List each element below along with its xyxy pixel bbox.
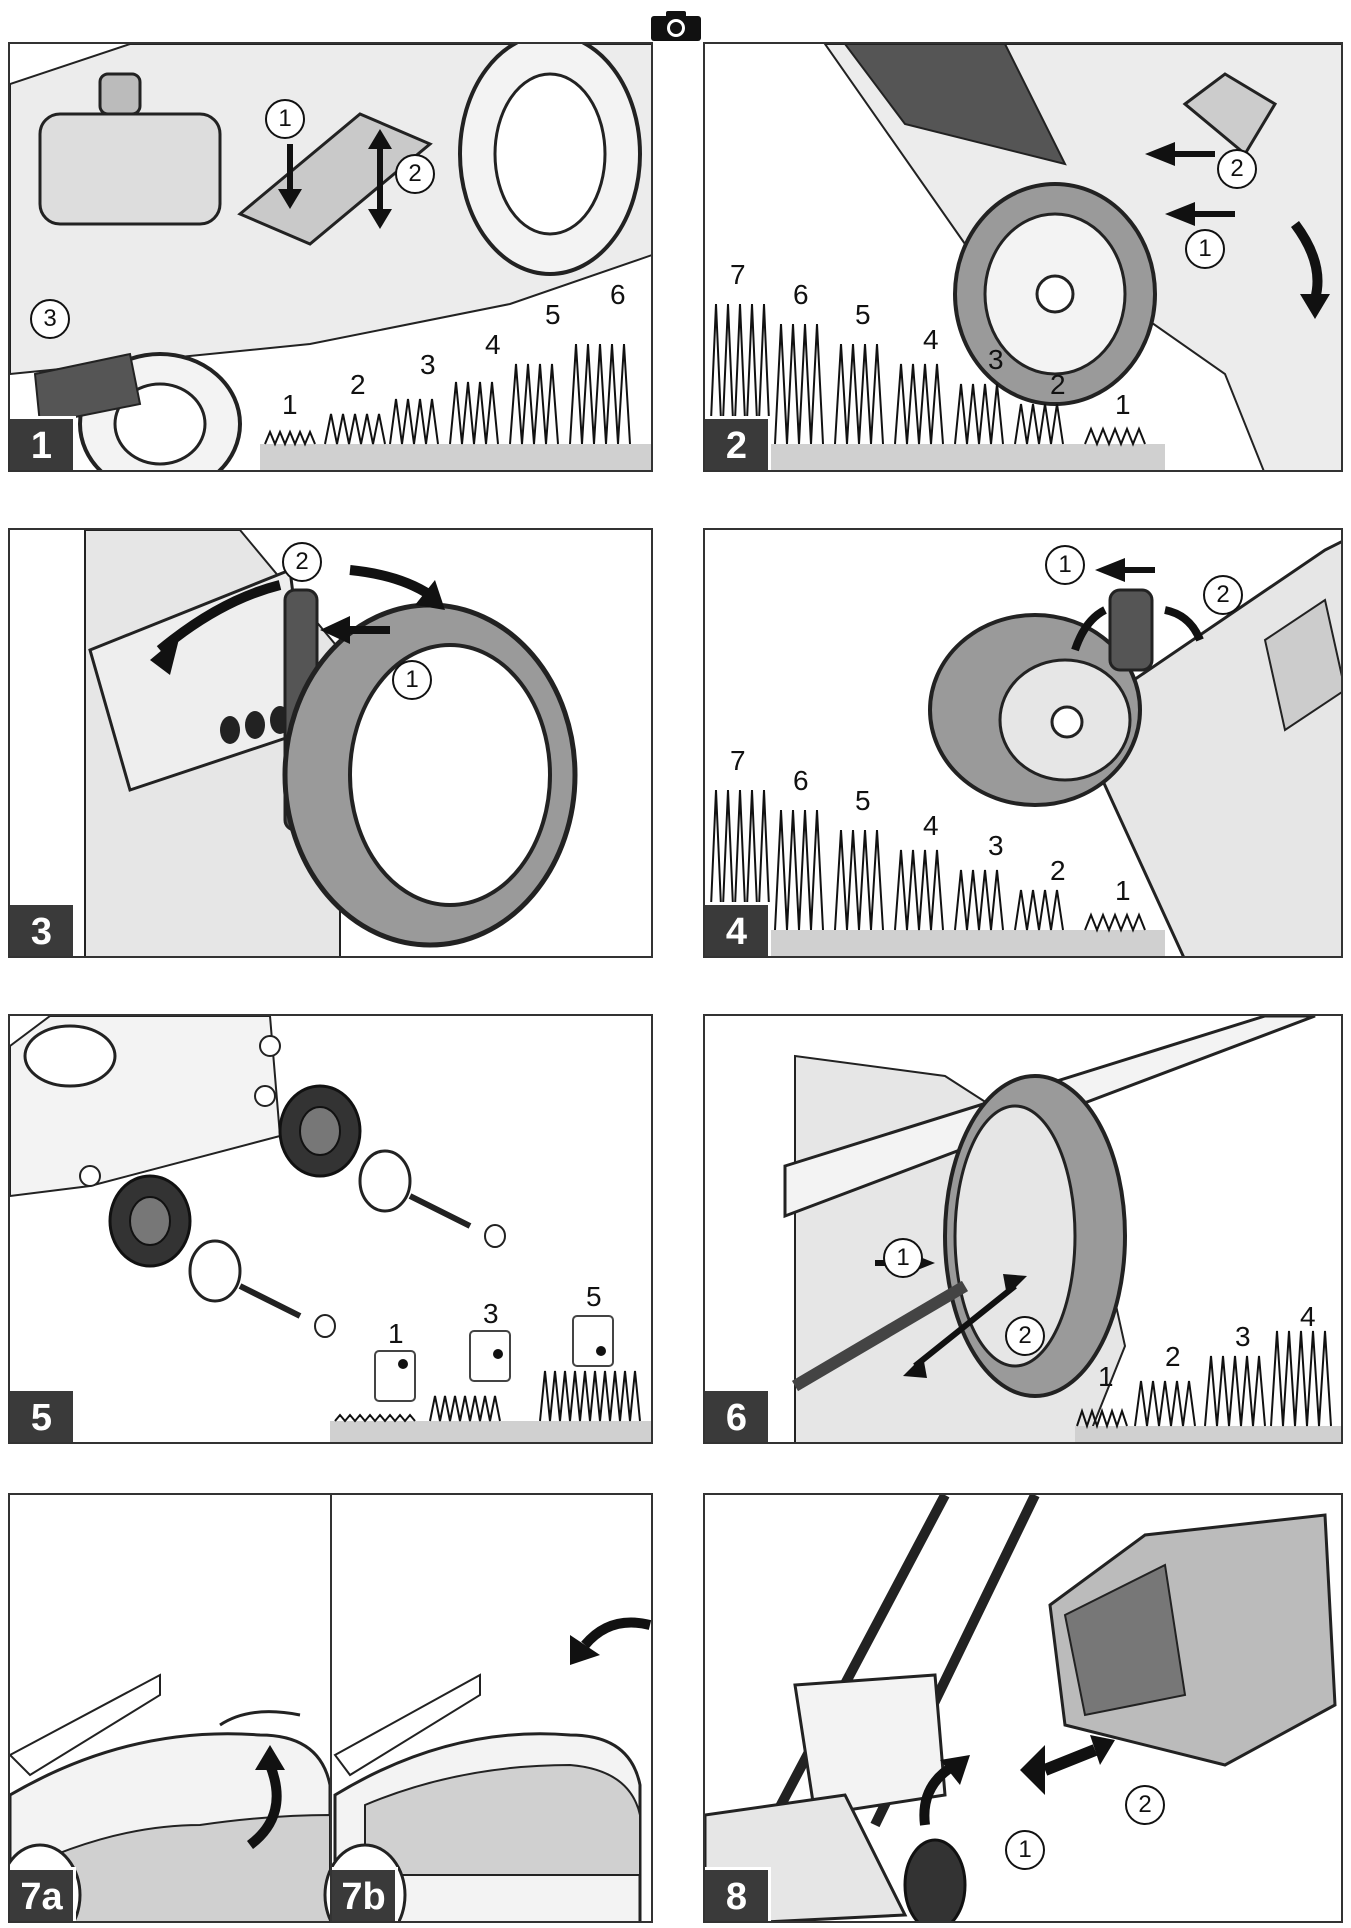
panel-1: 1 2 3 1 2 3 4 5 6 1 xyxy=(8,42,653,472)
callout-1: 1 xyxy=(883,1238,923,1278)
panel-number-badge: 5 xyxy=(10,1388,76,1442)
height-label: 3 xyxy=(988,344,1004,375)
panel-8: 1 2 8 xyxy=(703,1493,1343,1923)
wheel-height-lever-illustration xyxy=(705,44,1341,470)
height-label: 5 xyxy=(545,299,561,330)
callout-1: 1 xyxy=(1005,1830,1045,1870)
panel-number-badge: 8 xyxy=(705,1867,771,1921)
height-label: 6 xyxy=(793,765,809,796)
rear-wheel-lever-illustration xyxy=(84,530,578,956)
panel-number-badge: 3 xyxy=(10,902,76,956)
height-label: 6 xyxy=(793,279,809,310)
height-label: 7 xyxy=(730,259,746,290)
height-label: 4 xyxy=(923,324,939,355)
camera-icon xyxy=(650,10,702,42)
height-label: 1 xyxy=(1115,389,1131,420)
panel-4: 1 2 7 6 5 4 3 2 1 4 xyxy=(703,528,1343,958)
panel-number-badge: 1 xyxy=(10,416,76,470)
callout-2: 2 xyxy=(1125,1785,1165,1825)
panel-2: 1 2 7 6 5 4 3 2 1 2 xyxy=(703,42,1343,472)
height-label: 5 xyxy=(586,1281,602,1312)
height-label: 1 xyxy=(388,1318,404,1349)
panel-number-badge-7a: 7a xyxy=(10,1867,76,1921)
callout-1: 1 xyxy=(265,99,305,139)
grass-bag-flap-illustration xyxy=(10,1617,651,1921)
wheel-adjust-lever-illustration xyxy=(705,540,1341,956)
height-label: 5 xyxy=(855,299,871,330)
panel-divider xyxy=(330,1495,332,1921)
callout-2: 2 xyxy=(1203,575,1243,615)
height-label: 3 xyxy=(988,830,1004,861)
height-label: 5 xyxy=(855,785,871,816)
height-label: 2 xyxy=(1050,369,1066,400)
height-label: 6 xyxy=(610,279,626,310)
height-label: 2 xyxy=(1050,855,1066,886)
wheel-exploded-view-illustration xyxy=(10,1016,651,1442)
callout-2: 2 xyxy=(1005,1316,1045,1356)
callout-1: 1 xyxy=(1045,545,1085,585)
panel-number-badge-7b: 7b xyxy=(332,1867,398,1921)
height-label: 3 xyxy=(483,1298,499,1329)
height-label: 1 xyxy=(1098,1361,1114,1392)
grass-bag-removal-illustration xyxy=(705,1495,1337,1921)
height-label: 3 xyxy=(1235,1321,1251,1352)
panel-6: 1 2 1 2 3 4 6 xyxy=(703,1014,1343,1444)
panel-number-badge: 2 xyxy=(705,416,771,470)
height-label: 3 xyxy=(420,349,436,380)
panel-7: 7a 7b xyxy=(8,1493,653,1923)
panel-number-badge: 6 xyxy=(705,1388,771,1442)
callout-2: 2 xyxy=(1217,149,1257,189)
callout-1: 1 xyxy=(1185,229,1225,269)
height-label: 1 xyxy=(282,389,298,420)
callout-3: 3 xyxy=(30,299,70,339)
height-label: 4 xyxy=(1300,1301,1316,1332)
height-label: 4 xyxy=(485,329,501,360)
callout-2: 2 xyxy=(395,154,435,194)
height-label: 2 xyxy=(1165,1341,1181,1372)
height-label: 2 xyxy=(350,369,366,400)
mower-height-lever-illustration xyxy=(10,44,651,470)
height-label: 1 xyxy=(1115,875,1131,906)
height-label: 4 xyxy=(923,810,939,841)
wheel-axle-adjust-illustration xyxy=(783,1016,1341,1442)
panel-5: 1 3 5 5 xyxy=(8,1014,653,1444)
panel-number-badge: 4 xyxy=(705,902,771,956)
callout-2: 2 xyxy=(282,542,322,582)
panel-3: 1 2 3 xyxy=(8,528,653,958)
height-label: 7 xyxy=(730,745,746,776)
callout-1: 1 xyxy=(392,660,432,700)
